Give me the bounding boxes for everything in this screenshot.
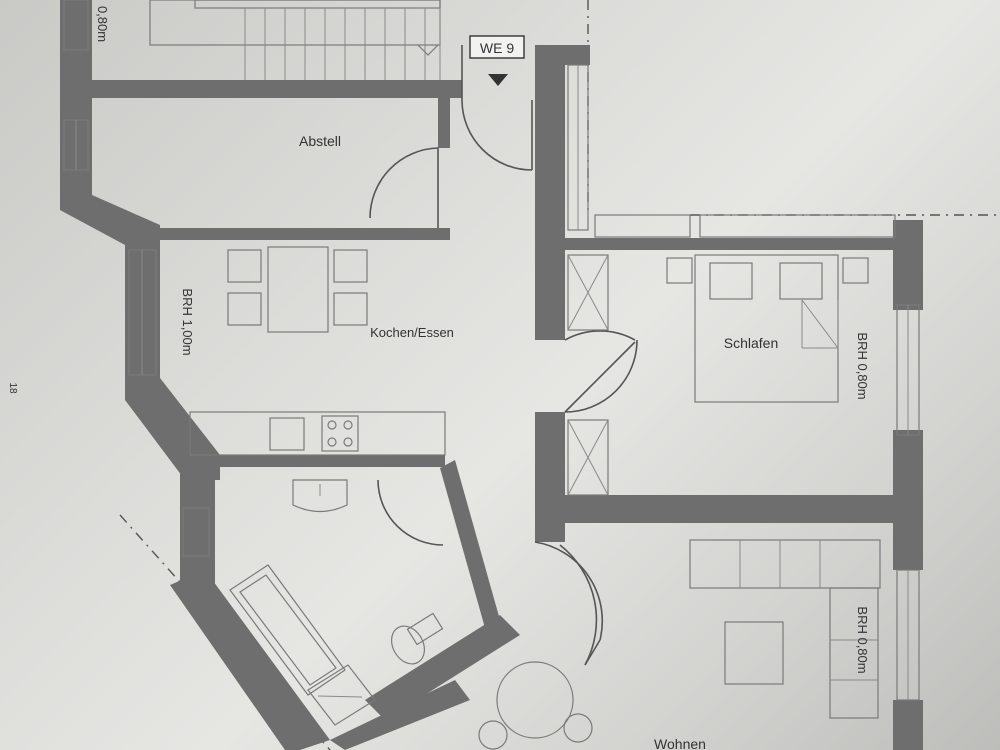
kitchen-counter	[189, 411, 446, 456]
washbasin-icon	[292, 479, 348, 513]
staircase	[149, 0, 441, 80]
unit-label: WE 9	[480, 40, 514, 56]
room-label-kochen-essen: Kochen/Essen	[370, 325, 454, 340]
sill-height-living: BRH 0,80m	[855, 606, 870, 673]
dining-table-set	[227, 246, 368, 333]
wardrobe	[567, 254, 609, 331]
edge-mark: 18	[7, 382, 18, 394]
doors	[369, 45, 638, 666]
sill-height-top-left: 0,80m	[95, 6, 110, 42]
windows	[63, 0, 920, 701]
reference-line	[119, 514, 331, 750]
hall-fixtures	[594, 214, 896, 238]
bathroom-fixtures	[229, 479, 444, 726]
shower-icon	[307, 664, 376, 726]
living-furniture	[478, 539, 881, 750]
sill-height-kitchen: BRH 1,00m	[180, 288, 195, 355]
wardrobe	[567, 419, 609, 496]
round-table	[496, 661, 574, 739]
sill-height-bedroom: BRH 0,80m	[855, 332, 870, 399]
coffee-table	[724, 621, 784, 685]
entry-arrow-icon	[488, 74, 508, 86]
sofa	[689, 539, 881, 589]
bathtub-icon	[229, 564, 346, 696]
bedroom-furniture	[567, 254, 869, 496]
stove-icon	[321, 415, 359, 452]
room-label-schlafen: Schlafen	[724, 335, 778, 351]
room-label-abstell: Abstell	[299, 133, 341, 149]
room-label-wohnen: Wohnen	[654, 736, 706, 750]
toilet-icon	[391, 625, 425, 665]
bed	[694, 254, 839, 403]
walls	[60, 0, 923, 750]
unit-marker: WE 9	[469, 35, 525, 86]
sink-icon	[269, 417, 305, 451]
